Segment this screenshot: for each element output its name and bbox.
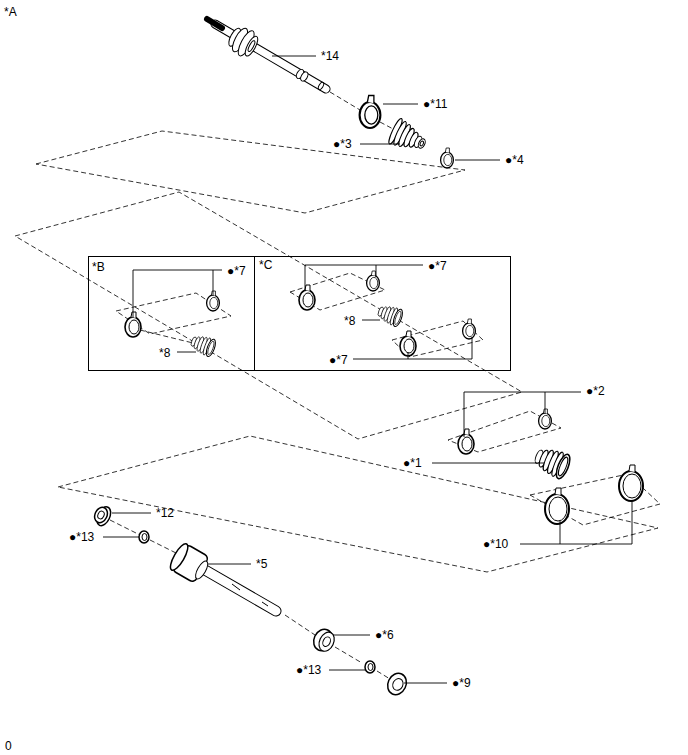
callout-number: ●*7 <box>227 264 246 278</box>
view-label: *C <box>259 258 272 272</box>
callout-number: ●*13 <box>296 663 321 677</box>
callout-number: ●*3 <box>333 137 352 151</box>
callout-number: ●*4 <box>505 153 524 167</box>
callout-number: ●*7 <box>428 259 447 273</box>
callout-number: ●*11 <box>423 97 447 111</box>
callout-number: *14 <box>321 49 339 63</box>
view-label: *A <box>4 5 17 19</box>
callout-number: *8 <box>344 314 355 328</box>
view-label: *B <box>92 260 105 274</box>
callout-number: ●*13 <box>69 530 94 544</box>
figure-id: 0 <box>5 739 12 753</box>
callout-number: *5 <box>256 557 267 571</box>
callout-number: *12 <box>156 506 174 520</box>
callout-number: ●*7 <box>329 353 348 367</box>
callout-number: ●*6 <box>375 628 394 642</box>
callout-number: *8 <box>159 346 170 360</box>
inset-box: *C ●*7 *8 ●*7 <box>254 256 511 371</box>
inset-box: *B ●*7 *8 <box>88 256 255 371</box>
callout-number: ●*10 <box>483 537 508 551</box>
callout-number: ●*9 <box>452 676 471 690</box>
callout-number: ●*2 <box>586 384 605 398</box>
callout-number: ●*1 <box>403 456 422 470</box>
